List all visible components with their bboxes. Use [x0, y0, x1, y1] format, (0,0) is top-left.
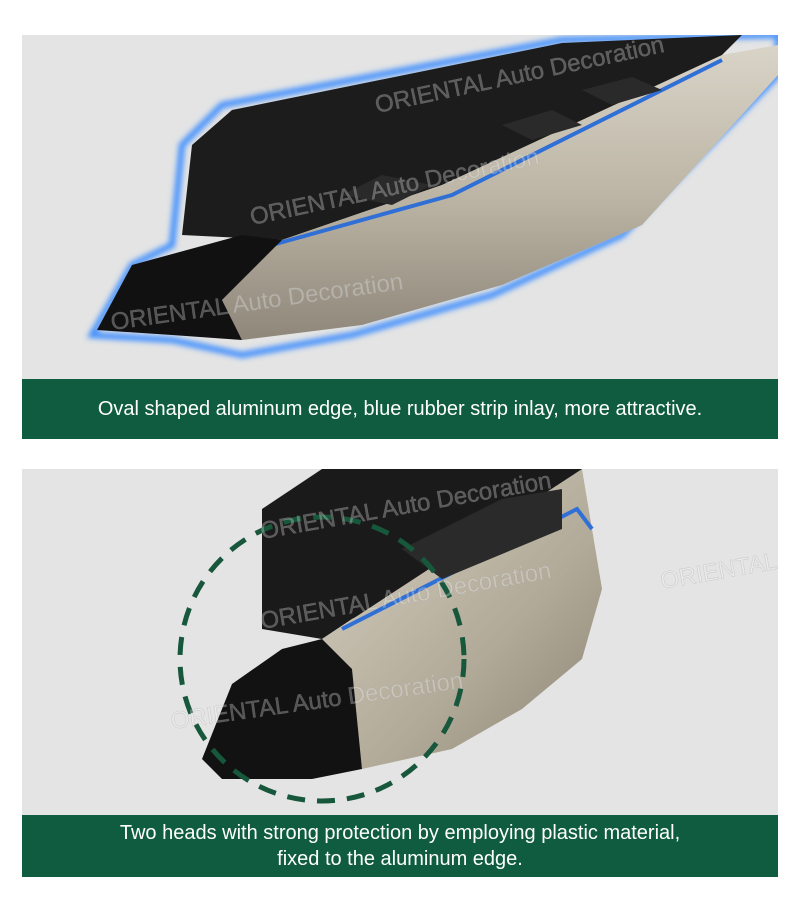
- caption-text-line1: Two heads with strong protection by empl…: [119, 822, 681, 844]
- caption-text: Oval shaped aluminum edge, blue rubber s…: [97, 398, 703, 420]
- feature-panel-edge: ORIENTAL Auto Decoration ORIENTAL Auto D…: [22, 35, 778, 440]
- caption-text-line2: fixed to the aluminum edge.: [277, 848, 523, 870]
- caption-bar: Two heads with strong protection by empl…: [22, 815, 778, 877]
- caption-bar: Oval shaped aluminum edge, blue rubber s…: [22, 379, 778, 439]
- watermark: ORIENTAL: [658, 548, 778, 595]
- highlight-circle: [177, 514, 467, 804]
- product-photo-plastic-head: ORIENTAL Auto Decoration ORIENTAL Auto D…: [22, 469, 778, 815]
- feature-panel-heads: ORIENTAL Auto Decoration ORIENTAL Auto D…: [22, 469, 778, 877]
- product-photo-aluminum-edge: ORIENTAL Auto Decoration ORIENTAL Auto D…: [22, 35, 778, 379]
